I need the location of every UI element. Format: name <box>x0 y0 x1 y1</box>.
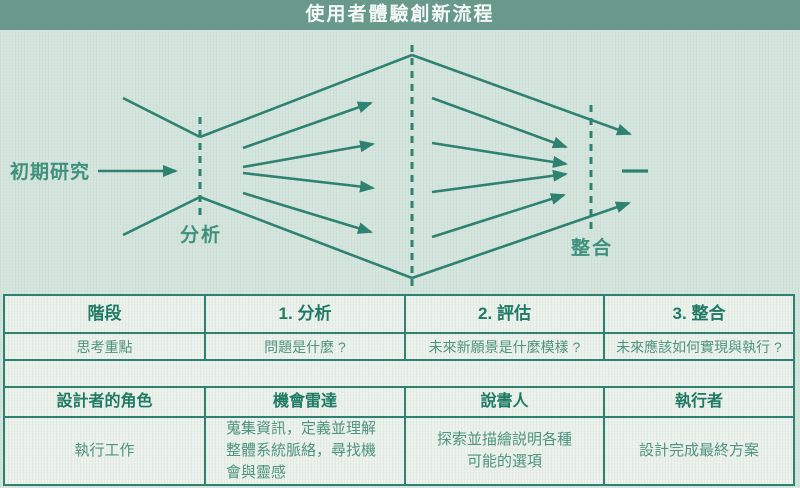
focus-cell: 問題是什麼 ? <box>204 334 404 359</box>
stage-header-cell: 1. 分析 <box>204 296 404 333</box>
page-title: 使用者體驗創新流程 <box>305 4 495 25</box>
focus-row: 思考重點 問題是什麼 ? 未來新願景是什麼模樣 ? 未來應該如何實現與執行 ? <box>5 332 793 359</box>
focus-cell: 思考重點 <box>76 338 133 355</box>
work-cell: 蒐集資訊，定義並理解整體系統脈絡，尋找機會與靈感 <box>204 417 404 484</box>
stage-header-cell: 2. 評估 <box>404 296 603 333</box>
analysis-label: 分析 <box>180 223 222 246</box>
work-cell: 探索並描繪説明各種可能的選項 <box>404 417 603 484</box>
diverge-arrows <box>242 101 375 234</box>
work-cell: 設計完成最終方案 <box>603 417 793 484</box>
role-header-cell: 設計者的角色 <box>56 393 153 411</box>
initial-research-label: 初期研究 <box>10 160 90 183</box>
role-header-row: 設計者的角色 機會雷達 說書人 執行者 <box>5 386 793 416</box>
work-cell: 執行工作 <box>74 441 135 459</box>
work-row: 執行工作 蒐集資訊，定義並理解整體系統脈絡，尋找機會與靈感 探索並描繪説明各種可… <box>5 415 793 484</box>
role-header-cell: 說書人 <box>404 388 603 416</box>
focus-cell: 未來新願景是什麼模樣 ? <box>404 334 603 359</box>
intro-converge-lines <box>122 96 201 237</box>
double-diamond-diagram: 初期研究 分析 整合 <box>10 45 648 288</box>
diamond-envelope <box>199 53 632 280</box>
process-table: 階段 1. 分析 2. 評估 3. 整合 思考重點 問題是什麼 ? 未來新願景是… <box>3 294 795 486</box>
role-header-cell: 執行者 <box>603 388 793 416</box>
integration-label: 整合 <box>571 236 613 259</box>
stage-header-row: 階段 1. 分析 2. 評估 3. 整合 <box>5 296 793 333</box>
focus-cell: 未來應該如何實現與執行 ? <box>603 334 793 359</box>
spacer-row <box>5 358 793 387</box>
title-bar: 使用者體驗創新流程 <box>0 0 800 30</box>
stage-header-cell: 3. 整合 <box>603 296 793 333</box>
stage-header-cell: 階段 <box>87 304 122 324</box>
converge-arrows <box>431 96 568 239</box>
role-header-cell: 機會雷達 <box>204 388 404 416</box>
